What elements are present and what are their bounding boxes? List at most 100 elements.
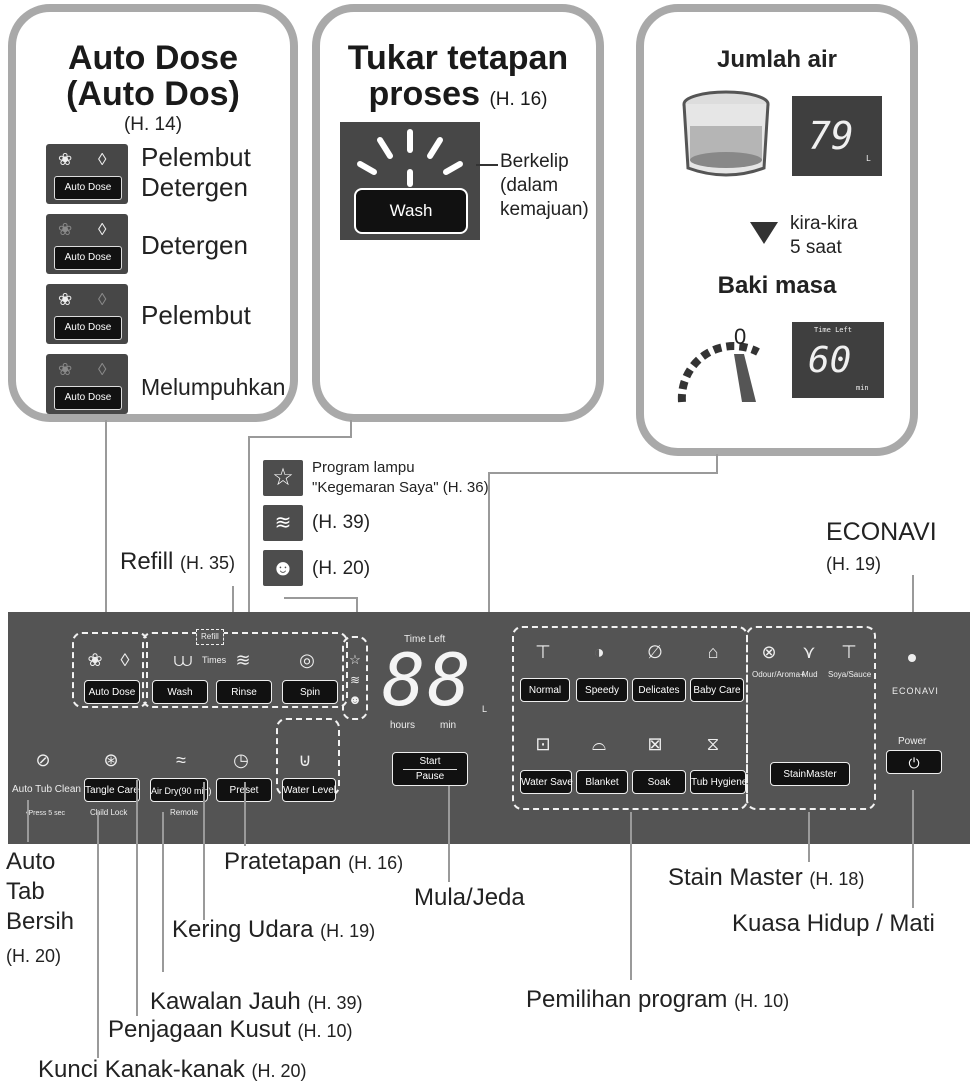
- rinse-button[interactable]: Rinse: [216, 680, 272, 704]
- press-5-sec-label: •Press 5 sec: [26, 810, 65, 817]
- wash-button[interactable]: Wash: [152, 680, 208, 704]
- child-face-icon: ☻: [340, 690, 370, 710]
- auto-dose-tile-button: Auto Dose: [54, 316, 122, 340]
- favorite-text-1: Program lampu: [312, 458, 415, 478]
- tangle-care-button[interactable]: Tangle Care: [84, 778, 140, 802]
- air-dry-ref: (H. 19): [320, 921, 375, 941]
- auto-tab-label-1: Auto: [6, 848, 55, 876]
- remote-label: Remote: [170, 808, 198, 817]
- program-selection-label: Pemilihan program (H. 10): [526, 986, 789, 1015]
- speedy-icon: ◑: [584, 642, 614, 662]
- odour-icon: ⊗: [754, 642, 784, 662]
- auto-dose-tile-softener: ❀ ◊ Auto Dose: [46, 284, 128, 344]
- hours-label: hours: [390, 720, 415, 731]
- softener-icon: ❀: [58, 220, 72, 240]
- favorite-text-2: "Kegemaran Saya" (H. 36): [312, 478, 489, 498]
- detergent-drop-icon: ◊: [110, 650, 140, 670]
- soya-icon: ⊤: [834, 642, 864, 662]
- auto-dose-label-detergent: Detergen: [141, 230, 248, 260]
- power-button[interactable]: ⏻: [886, 750, 942, 774]
- preset-label: Pratetapan (H. 16): [224, 848, 403, 877]
- air-dry-button[interactable]: Air Dry(90 min): [150, 778, 208, 802]
- auto-dose-ref: (H. 14): [16, 114, 290, 136]
- tangle-care-text: Penjagaan Kusut: [108, 1016, 291, 1043]
- wash-icon: ⩊: [168, 650, 198, 670]
- remote-control-label: Kawalan Jauh (H. 39): [150, 988, 362, 1017]
- pause-label: Pause: [393, 770, 467, 784]
- auto-dose-tile-detergent: ❀ ◊ Auto Dose: [46, 214, 128, 274]
- blanket-icon: ⌓: [584, 734, 614, 754]
- mud-label: Mud: [802, 670, 818, 679]
- spin-icon: ◎: [292, 650, 322, 670]
- softener-icon: ❀: [58, 360, 72, 380]
- control-panel: ❀ ◊ Auto Dose Refill ⩊ Times ≋ ◎ Wash Ri…: [8, 612, 970, 844]
- process-ref: (H. 16): [489, 89, 547, 110]
- power-leader: [912, 790, 914, 908]
- child-lock-text: Kunci Kanak-kanak: [38, 1056, 245, 1083]
- preset-icon: ◷: [226, 750, 256, 770]
- tub-hygiene-icon: ⧖: [698, 734, 728, 754]
- water-amount-title: Jumlah air: [644, 46, 910, 74]
- remote-control-text: Kawalan Jauh: [150, 988, 301, 1015]
- program-tub-hygiene-button[interactable]: Tub Hygiene: [690, 770, 746, 794]
- preset-ref: (H. 16): [348, 853, 403, 873]
- air-dry-label: Kering Udara (H. 19): [172, 916, 375, 945]
- program-delicates-button[interactable]: Delicates: [632, 678, 686, 702]
- soak-icon: ⊠: [640, 734, 670, 754]
- stain-master-text: Stain Master: [668, 864, 803, 891]
- tangle-care-ref: (H. 10): [297, 1021, 352, 1041]
- water-unit: L: [866, 154, 871, 163]
- process-subtitle: proses: [368, 75, 480, 113]
- process-callout: Tukar tetapan proses (H. 16) Wash Berkel…: [312, 4, 604, 422]
- preset-text: Pratetapan: [224, 848, 341, 875]
- program-water-save-button[interactable]: Water Save: [520, 770, 572, 794]
- preset-leader: [244, 782, 246, 846]
- softener-icon: ❀: [58, 150, 72, 170]
- stainmaster-leader: [808, 812, 810, 862]
- auto-dose-tile-button: Auto Dose: [54, 176, 122, 200]
- start-pause-label: Mula/Jeda: [414, 884, 525, 912]
- program-baby-care-button[interactable]: Baby Care: [690, 678, 744, 702]
- wash-illustration: Wash: [340, 122, 480, 240]
- econavi-ref: (H. 19): [826, 550, 881, 578]
- power-icon: ⏻: [908, 755, 919, 771]
- water-value: 79: [808, 114, 854, 158]
- child-ref: (H. 20): [312, 558, 370, 580]
- spin-button[interactable]: Spin: [282, 680, 338, 704]
- detergent-drop-icon: ◊: [98, 290, 106, 310]
- auto-tub-clean-icon: ⊘: [28, 750, 58, 770]
- water-save-icon: ⊡: [528, 734, 558, 754]
- child-lock-label: Child Lock: [90, 808, 127, 817]
- tangle-care-icon: ⊛: [96, 750, 126, 770]
- air-dry-leader: [203, 782, 205, 920]
- wifi-icon: ≋: [263, 505, 303, 541]
- air-dry-icon: ≈: [166, 750, 196, 770]
- process-title: Tukar tetapan: [320, 38, 596, 78]
- water-tub-icon: [678, 86, 774, 186]
- wait-text: kira-kira 5 saat: [790, 212, 858, 260]
- program-blanket-button[interactable]: Blanket: [576, 770, 628, 794]
- water-leader-top: [716, 454, 718, 474]
- auto-dose-button[interactable]: Auto Dose: [84, 680, 140, 704]
- program-speedy-button[interactable]: Speedy: [576, 678, 628, 702]
- program-soak-button[interactable]: Soak: [632, 770, 686, 794]
- display-unit: L: [482, 704, 487, 714]
- child-lock-ref: (H. 20): [251, 1061, 306, 1081]
- start-pause-leader: [448, 786, 450, 882]
- power-label: Power: [898, 736, 926, 747]
- detergent-drop-icon: ◊: [98, 150, 106, 170]
- side-icons-leader-h: [284, 597, 356, 599]
- flash-leader-line: [476, 164, 498, 166]
- auto-dose-callout: Auto Dose (Auto Dos) (H. 14) ❀ ◊ Auto Do…: [8, 4, 298, 422]
- auto-dose-label-softener: Pelembut: [141, 300, 251, 330]
- time-left-unit: min: [856, 384, 869, 392]
- water-time-callout: Jumlah air 79 L kira-kira 5 saat Baki ma…: [636, 4, 918, 456]
- program-selection-text: Pemilihan program: [526, 986, 727, 1013]
- auto-tub-clean-label[interactable]: Auto Tub Clean: [12, 784, 81, 795]
- program-normal-button[interactable]: Normal: [520, 678, 570, 702]
- baby-care-icon: ⌂: [698, 642, 728, 662]
- stainmaster-button[interactable]: StainMaster: [770, 762, 850, 786]
- water-level-button[interactable]: Water Level: [282, 778, 336, 802]
- process-leader-down: [248, 436, 250, 620]
- start-pause-button[interactable]: Start Pause: [392, 752, 468, 786]
